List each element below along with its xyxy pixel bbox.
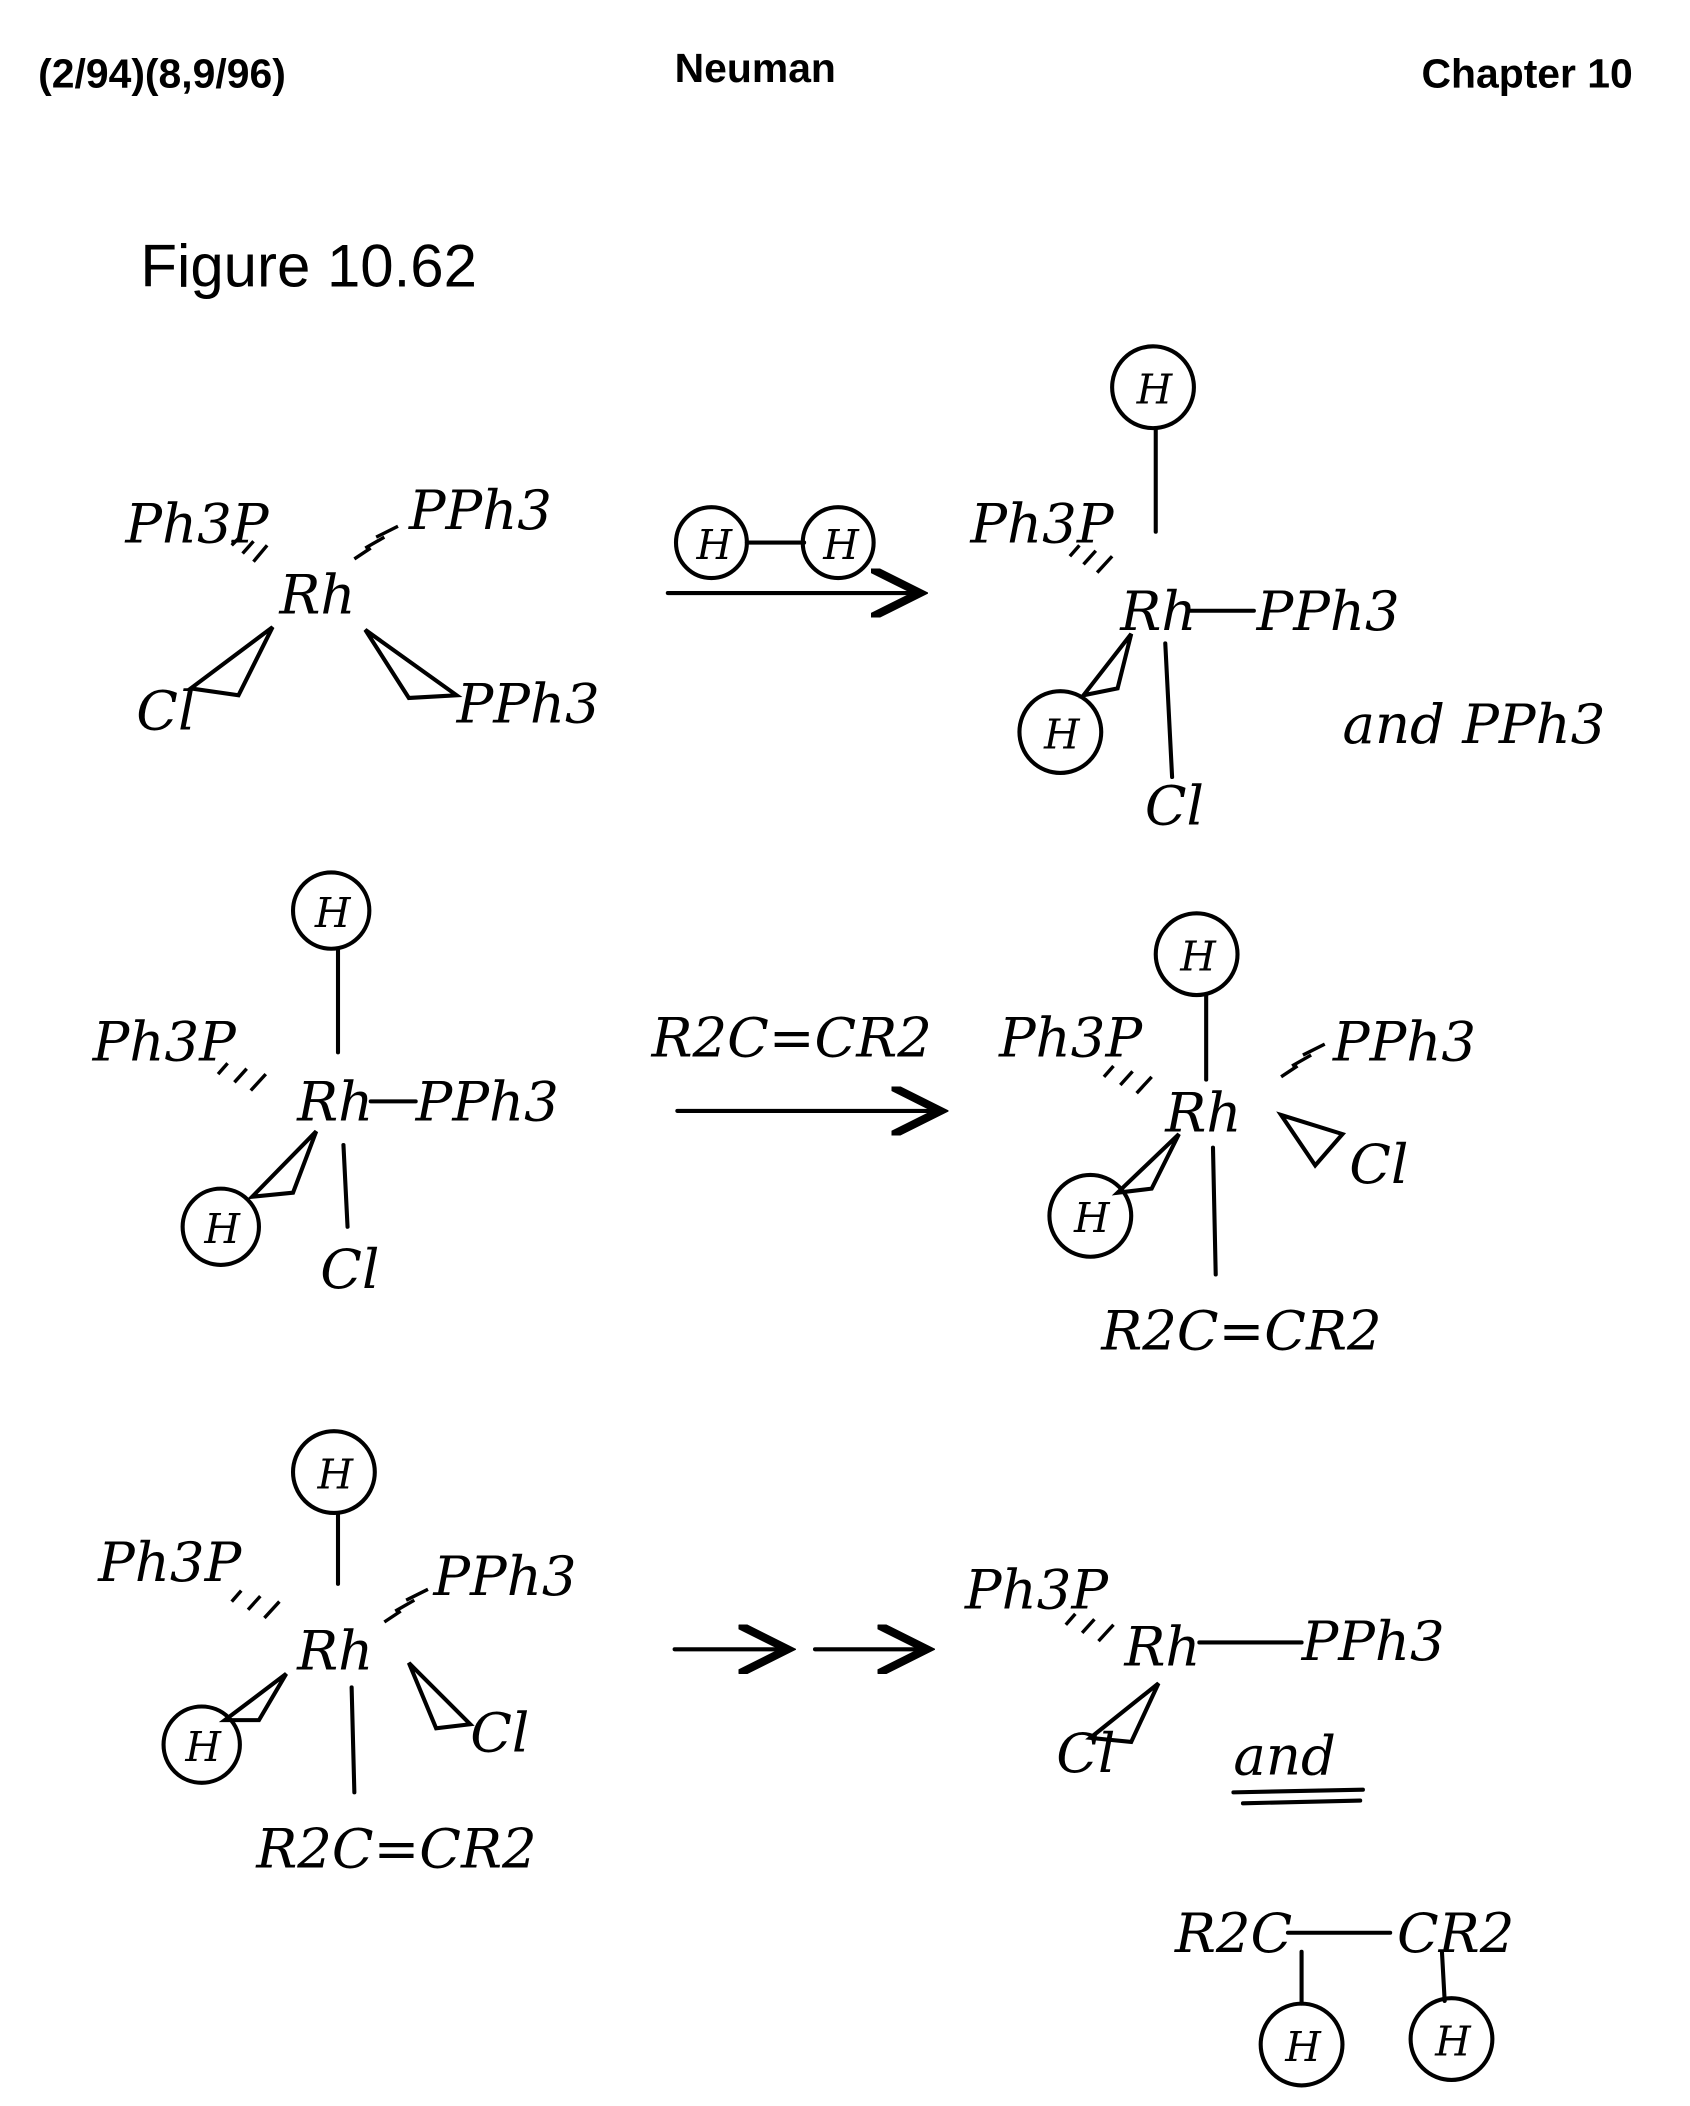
header-date: (2/94)(8,9/96) xyxy=(38,50,286,96)
metal-rh: Rh xyxy=(296,1069,373,1133)
atom-h: H xyxy=(1284,2023,1322,2071)
ligand-pph3: PPh3 xyxy=(456,671,600,735)
atom-h: H xyxy=(1136,366,1174,414)
ligand-cl: Cl xyxy=(1056,1721,1115,1785)
metal-rh: Rh xyxy=(1119,579,1196,643)
metal-rh: Rh xyxy=(296,1619,373,1683)
header-author: Neuman xyxy=(675,45,836,91)
metal-rh: Rh xyxy=(1123,1615,1200,1679)
reagent-alkene: R2C=CR2 xyxy=(650,1005,931,1069)
atom-h: H xyxy=(1043,710,1081,758)
structure-regenerated-catalyst: Ph3P Rh PPh3 Cl and R2C CR2 H H xyxy=(964,1557,1514,2088)
hashed-bond xyxy=(230,524,399,563)
ligand-pph3: PPh3 xyxy=(1332,1009,1476,1073)
header-chapter: Chapter 10 xyxy=(1422,50,1633,96)
atom-h: H xyxy=(314,889,352,937)
atom-h: H xyxy=(1434,2017,1472,2065)
ligand-pph3: PPh3 xyxy=(432,1544,576,1608)
atom-h: H xyxy=(317,1450,355,1498)
atom-h: H xyxy=(1179,933,1217,981)
byproduct-and-pph3: and PPh3 xyxy=(1342,692,1605,756)
product-alkane-left: R2C xyxy=(1174,1901,1292,1965)
structure-alkene-complex: H Ph3P Rh PPh3 Cl H R2C=CR2 xyxy=(998,911,1476,1362)
product-alkane-right: CR2 xyxy=(1397,1901,1514,1965)
ligand-pph3: PPh3 xyxy=(1256,579,1400,643)
ligand-ph3p: Ph3P xyxy=(97,1530,242,1594)
ligand-cl: Cl xyxy=(320,1237,379,1301)
ligand-pph3: PPh3 xyxy=(1301,1609,1445,1673)
structure-dihydride: H Ph3P Rh PPh3 H Cl and PPh3 xyxy=(969,344,1605,838)
atom-h: H xyxy=(203,1205,241,1253)
atom-h: H xyxy=(695,521,733,569)
structure-dihydride-2: H Ph3P Rh PPh3 H Cl xyxy=(92,870,559,1301)
ligand-pph3: PPh3 xyxy=(408,478,552,542)
ligand-ph3p: Ph3P xyxy=(969,492,1114,556)
ligand-ph3p: Ph3P xyxy=(92,1009,237,1073)
structure-wilkinson-catalyst: Ph3P PPh3 Rh Cl PPh3 xyxy=(124,478,599,742)
ligand-cl: Cl xyxy=(136,678,195,742)
atom-h: H xyxy=(822,521,860,569)
and-label: and xyxy=(1233,1724,1335,1788)
ligand-ph3p: Ph3P xyxy=(964,1557,1109,1621)
ligand-pph3: PPh3 xyxy=(415,1069,559,1133)
circled-h xyxy=(800,505,876,581)
wedge-bond xyxy=(363,628,463,701)
ligand-cl: Cl xyxy=(1145,774,1204,838)
ligand-cl: Cl xyxy=(1349,1132,1408,1196)
figure-title: Figure 10.62 xyxy=(140,232,477,299)
ligand-ph3p: Ph3P xyxy=(124,492,269,556)
atom-h: H xyxy=(184,1723,222,1771)
metal-rh: Rh xyxy=(278,562,355,626)
reaction-arrow-h2: H H xyxy=(665,505,920,593)
ligand-alkene: R2C=CR2 xyxy=(255,1816,536,1880)
ligand-cl: Cl xyxy=(470,1700,529,1764)
wedge-bond xyxy=(185,625,275,698)
reaction-arrow-alkene: R2C=CR2 xyxy=(650,1005,940,1111)
ligand-alkene: R2C=CR2 xyxy=(1100,1298,1381,1362)
atom-h: H xyxy=(1073,1194,1111,1242)
structure-alkene-complex-2: H Ph3P Rh PPh3 Cl H R2C=CR2 xyxy=(97,1429,577,1880)
ligand-ph3p: Ph3P xyxy=(998,1005,1143,1069)
